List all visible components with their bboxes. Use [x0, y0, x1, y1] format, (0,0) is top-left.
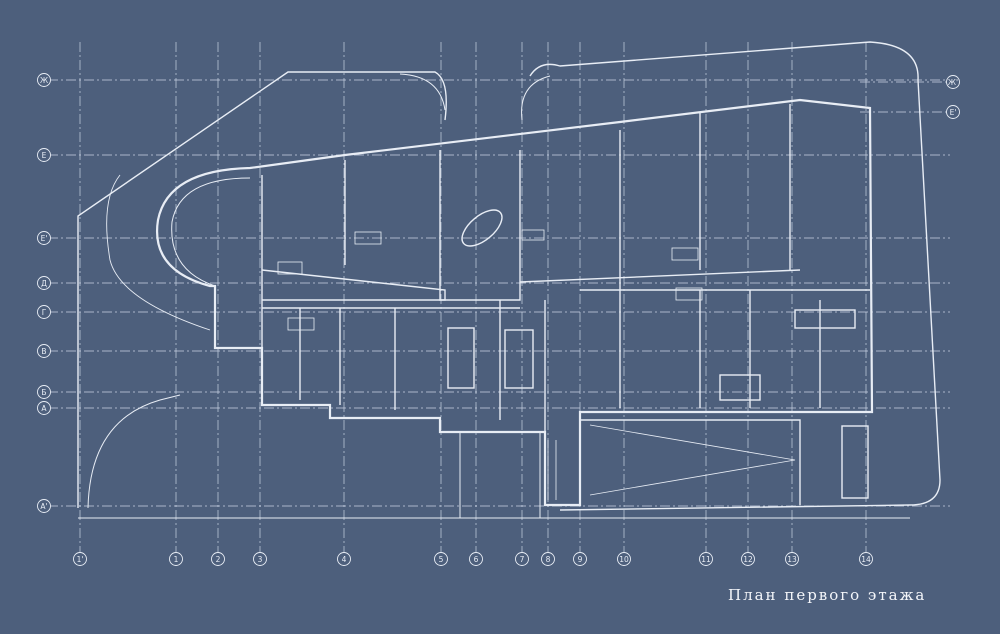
grid-bubble-column: 3 [253, 552, 267, 566]
grid-bubble-row: Ж [37, 73, 51, 87]
grid-bubble-row: А [37, 401, 51, 415]
grid-bubble-column-label: 10 [619, 555, 629, 564]
grid-bubble-column-label: 8 [546, 555, 551, 564]
grid-bubble-row: Г [37, 305, 51, 319]
grid-bubble-row-label: Е' [41, 234, 48, 243]
grid-bubble-column-label: 9 [578, 555, 583, 564]
grid-bubble-row-label: А [41, 404, 47, 413]
grid-bubble-column: 13 [785, 552, 799, 566]
grid-bubble-row-right: Ж' [946, 75, 960, 89]
grid-bubble-row: В [37, 344, 51, 358]
drawing-title: План первого этажа [728, 586, 927, 604]
grid-bubble-column-label: 2 [216, 555, 221, 564]
grid-bubble-row-label: Е [42, 151, 47, 160]
grid-bubble-row-right-label: Ж' [948, 78, 958, 87]
grid-bubble-column-label: 6 [474, 555, 479, 564]
grid-bubble-column-label: 7 [520, 555, 525, 564]
grid-bubble-column: 11 [699, 552, 713, 566]
building-walls [77, 41, 941, 519]
grid-bubble-column: 1 [169, 552, 183, 566]
grid-bubble-row-label: А' [40, 502, 47, 511]
axis-grid-lines [48, 42, 950, 552]
grid-bubble-row: Е' [37, 231, 51, 245]
grid-bubble-column-label: 1 [174, 555, 179, 564]
grid-bubble-column-label: 1' [77, 555, 84, 564]
grid-bubble-column: 8 [541, 552, 555, 566]
grid-bubble-column: 9 [573, 552, 587, 566]
grid-bubble-column: 1' [73, 552, 87, 566]
grid-bubble-column: 6 [469, 552, 483, 566]
grid-bubble-column: 12 [741, 552, 755, 566]
grid-bubble-row-label: Г [42, 308, 47, 317]
grid-bubble-column-label: 14 [861, 555, 871, 564]
grid-bubble-column-label: 5 [439, 555, 444, 564]
grid-bubble-row-right: Е' [946, 105, 960, 119]
grid-bubble-row-right-label: Е' [950, 108, 957, 117]
grid-bubble-row: Б [37, 385, 51, 399]
grid-bubble-column-label: 3 [258, 555, 263, 564]
grid-bubble-column-label: 4 [342, 555, 347, 564]
grid-bubble-column: 14 [859, 552, 873, 566]
grid-bubble-column: 7 [515, 552, 529, 566]
grid-bubble-row: Д [37, 276, 51, 290]
grid-bubble-row-label: Ж [40, 76, 48, 85]
grid-bubble-column-label: 13 [787, 555, 797, 564]
grid-bubble-column: 10 [617, 552, 631, 566]
grid-bubble-column: 4 [337, 552, 351, 566]
grid-bubble-row-label: Д [41, 279, 47, 288]
grid-bubble-column-label: 12 [743, 555, 753, 564]
grid-bubble-row-label: В [41, 347, 46, 356]
grid-bubble-column: 2 [211, 552, 225, 566]
grid-bubble-column: 5 [434, 552, 448, 566]
grid-bubble-row: Е [37, 148, 51, 162]
grid-bubble-row: А' [37, 499, 51, 513]
grid-bubble-row-label: Б [41, 388, 46, 397]
grid-bubble-column-label: 11 [701, 555, 711, 564]
